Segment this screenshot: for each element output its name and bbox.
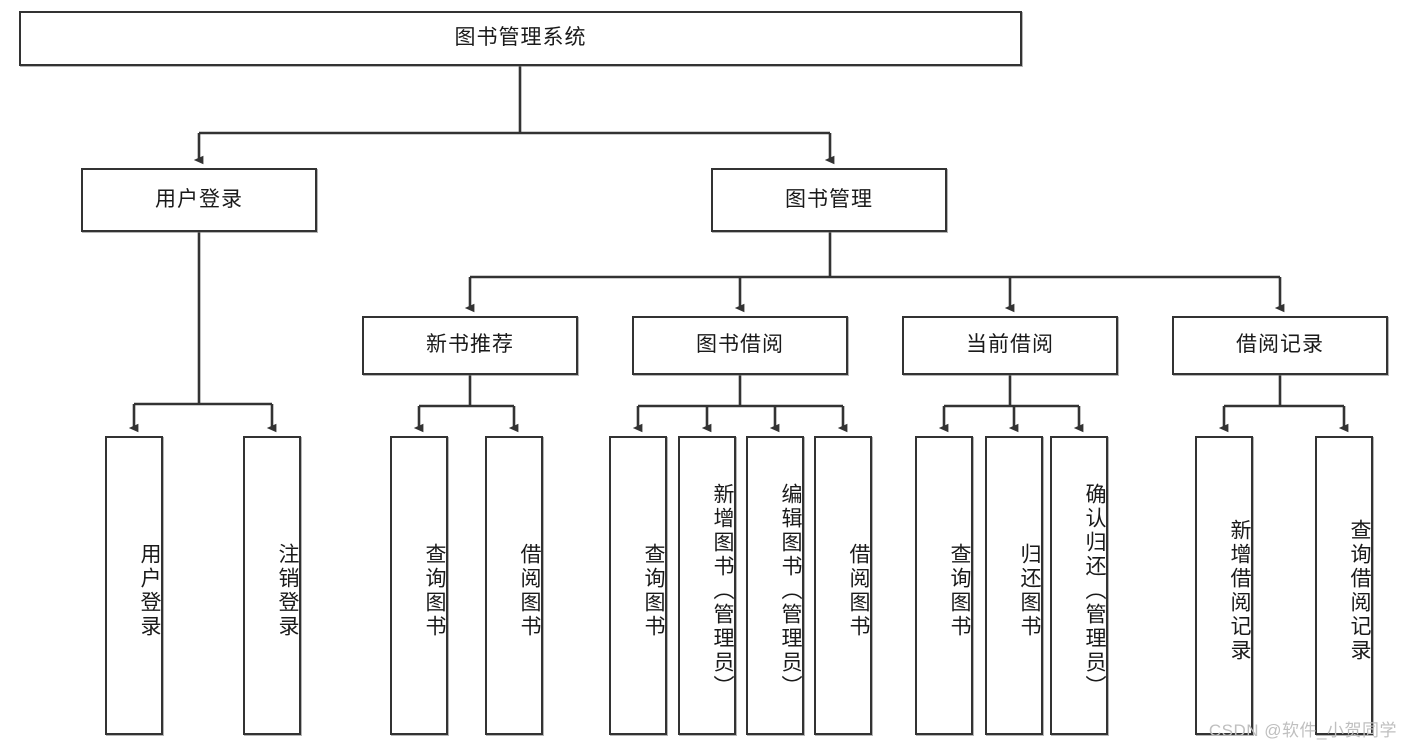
leaf-record-query[interactable]: 查询借阅记录 [1315, 436, 1373, 735]
node-user-login[interactable]: 用户登录 [81, 168, 317, 232]
leaf-user-login-signin[interactable]: 用户登录 [105, 436, 163, 735]
node-new-book-recommend[interactable]: 新书推荐 [362, 316, 578, 375]
node-book-management[interactable]: 图书管理 [711, 168, 947, 232]
node-root-system[interactable]: 图书管理系统 [19, 11, 1022, 66]
leaf-user-login-signout[interactable]: 注销登录 [243, 436, 301, 735]
node-book-borrow[interactable]: 图书借阅 [632, 316, 848, 375]
leaf-borrow-add-book[interactable]: 新增图书（管理员） [678, 436, 736, 735]
node-borrow-record[interactable]: 借阅记录 [1172, 316, 1388, 375]
csdn-watermark: CSDN @软件_小贺同学 [1208, 721, 1397, 740]
leaf-current-confirm-return[interactable]: 确认归还（管理员） [1050, 436, 1108, 735]
leaf-borrow-query-book[interactable]: 查询图书 [609, 436, 667, 735]
leaf-new-book-borrow[interactable]: 借阅图书 [485, 436, 543, 735]
leaf-current-query-book[interactable]: 查询图书 [915, 436, 973, 735]
leaf-record-add[interactable]: 新增借阅记录 [1195, 436, 1253, 735]
leaf-borrow-edit-book[interactable]: 编辑图书（管理员） [746, 436, 804, 735]
node-current-borrow[interactable]: 当前借阅 [902, 316, 1118, 375]
leaf-new-book-query[interactable]: 查询图书 [390, 436, 448, 735]
leaf-borrow-borrow-book[interactable]: 借阅图书 [814, 436, 872, 735]
leaf-current-return-book[interactable]: 归还图书 [985, 436, 1043, 735]
